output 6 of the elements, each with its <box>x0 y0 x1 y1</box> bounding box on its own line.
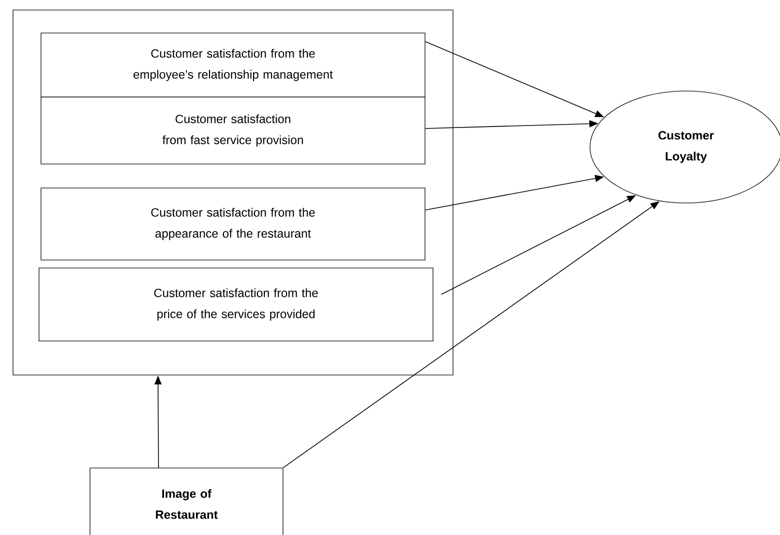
group-box <box>12 10 454 376</box>
text-box: Image of Restaurant <box>90 468 284 535</box>
text-box: Customer satisfaction from the appearance of the restaurant <box>40 188 426 260</box>
text-box: Customer satisfaction from the employee’s relationship management <box>40 32 426 98</box>
text-box: Customer satisfaction from fast service provision <box>40 96 426 164</box>
text-box: Customer satisfaction from the price of the services provided <box>38 268 434 342</box>
